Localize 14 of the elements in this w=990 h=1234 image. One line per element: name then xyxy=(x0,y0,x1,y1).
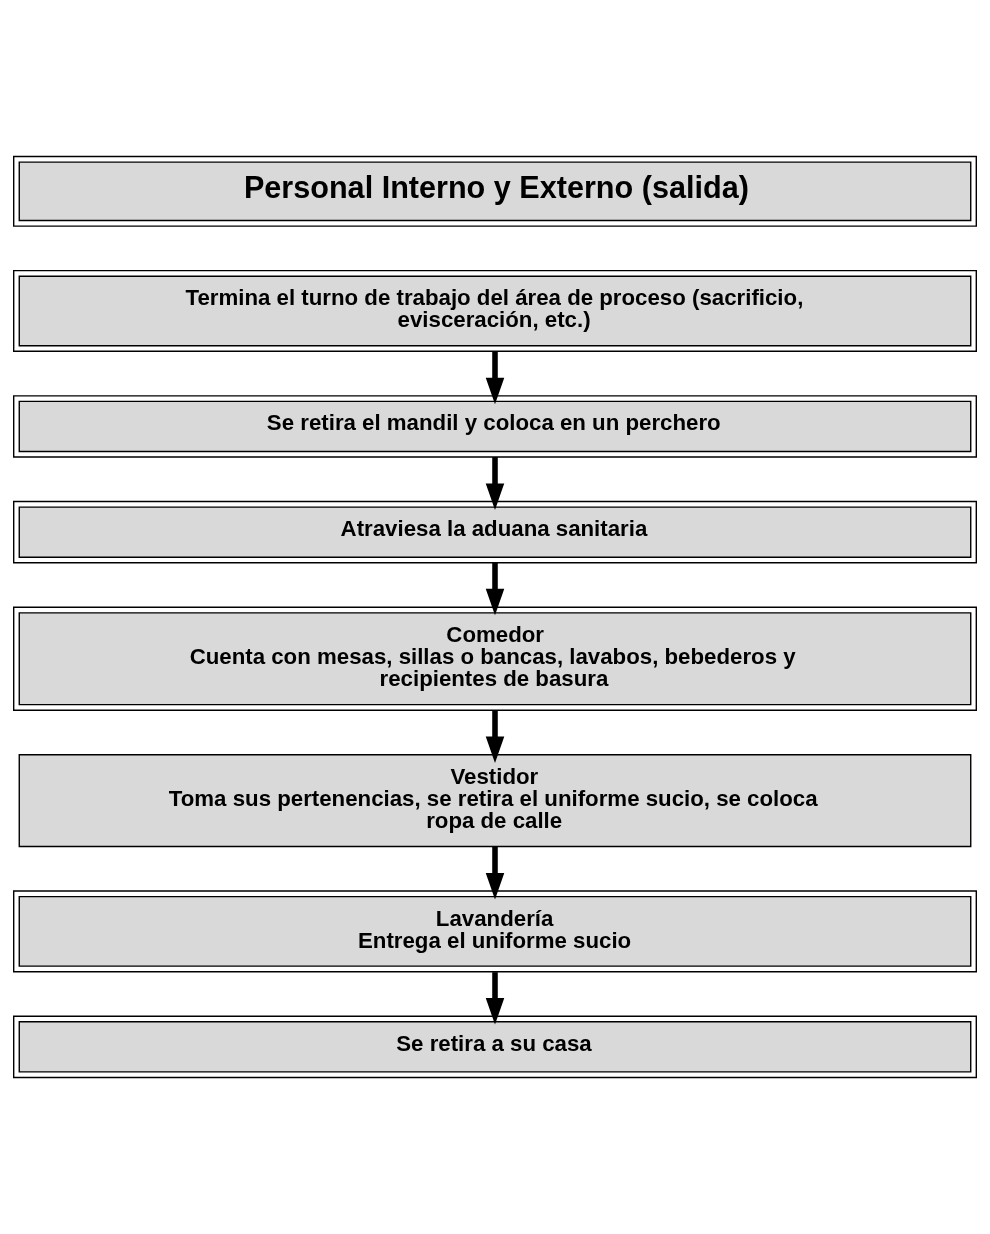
node-box: Termina el turno de trabajo del área de proceso (sacrificio, evisceración, etc.) xyxy=(13,269,977,352)
node-box: Atraviesa la aduana sanitaria xyxy=(13,500,977,564)
node-box: Se retira a su casa xyxy=(13,1015,977,1079)
node-box: Comedor Cuenta con mesas, sillas o bancas, lavabos, bebederos y recipientes de basura xyxy=(13,606,977,711)
arrow xyxy=(485,457,505,510)
arrow xyxy=(485,972,505,1025)
arrow xyxy=(485,562,505,616)
node-box: Vestidor Toma sus pertenencias, se retira el uniforme sucio, se coloca ropa de calle xyxy=(18,754,972,848)
node-box: Personal Interno y Externo (salida) xyxy=(13,155,977,227)
arrow xyxy=(485,710,505,764)
node-box: Lavandería Entrega el uniforme sucio xyxy=(13,890,977,973)
arrow xyxy=(485,846,505,900)
node-box: Se retira el mandil y coloca en un perchero xyxy=(13,395,977,458)
arrow xyxy=(485,351,505,405)
